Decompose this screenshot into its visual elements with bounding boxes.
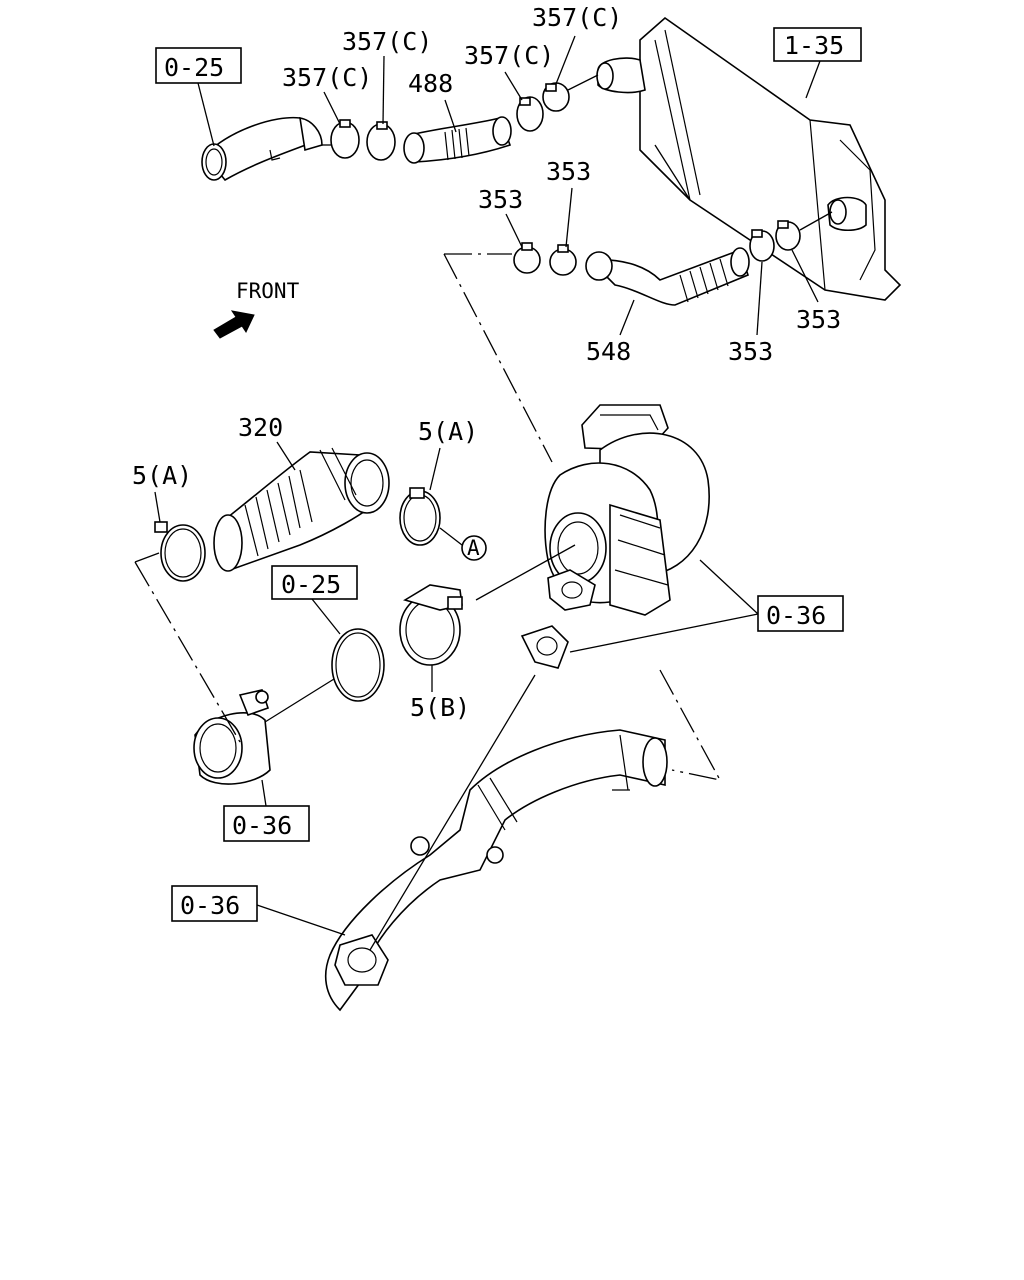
label-320: 320 (238, 413, 283, 442)
turbocharger-drawing (544, 404, 710, 616)
ref-label-0-36-right: 0-36 (766, 601, 826, 630)
hose-488-drawing (403, 116, 512, 164)
hose-320-drawing (213, 447, 390, 572)
ref-label-0-36-left: 0-36 (232, 811, 292, 840)
label-353-b: 353 (546, 157, 591, 186)
label-548: 548 (586, 337, 631, 366)
front-arrow-icon (213, 310, 255, 339)
label-357c-a: 357(C) (282, 63, 372, 92)
ref-label-0-25-top: 0-25 (164, 53, 224, 82)
label-357c-b: 357(C) (342, 27, 432, 56)
ref-label-1-35: 1-35 (784, 31, 844, 60)
o-ring-drawing (331, 628, 385, 702)
label-353-a: 353 (478, 185, 523, 214)
elbow-0-36-drawing (193, 689, 271, 785)
label-357c-d: 357(C) (532, 3, 622, 32)
label-circle-a: A (467, 536, 480, 560)
clamp-5b-drawing (399, 584, 463, 666)
label-353-c: 353 (728, 337, 773, 366)
ref-box-0-25-mid[interactable] (271, 565, 358, 600)
clamps-5a-drawing (154, 487, 441, 582)
ref-circle-a[interactable] (461, 535, 487, 561)
ref-box-0-36-right[interactable] (757, 595, 844, 632)
clamps-353-drawing (513, 220, 801, 276)
front-label: FRONT (236, 279, 300, 303)
ref-box-1-35[interactable] (773, 27, 862, 62)
hose-548-drawing (585, 247, 750, 306)
ref-label-0-36-bottom: 0-36 (180, 891, 240, 920)
ref-box-0-36-left[interactable] (223, 805, 310, 842)
label-357c-c: 357(C) (464, 41, 554, 70)
label-488: 488 (408, 69, 453, 98)
lower-pipe-drawing (324, 729, 668, 1012)
label-5b: 5(B) (410, 693, 470, 722)
label-5a-left: 5(A) (132, 461, 192, 490)
ref-box-0-36-bottom[interactable] (171, 885, 258, 922)
upper-pipe-drawing (201, 116, 323, 182)
ref-label-0-25-mid: 0-25 (281, 570, 341, 599)
label-353-d: 353 (796, 305, 841, 334)
label-5a-right: 5(A) (418, 417, 478, 446)
intercooler-drawing (596, 16, 902, 301)
gasket-drawing (520, 625, 569, 669)
clamps-357c-drawing (330, 82, 570, 161)
